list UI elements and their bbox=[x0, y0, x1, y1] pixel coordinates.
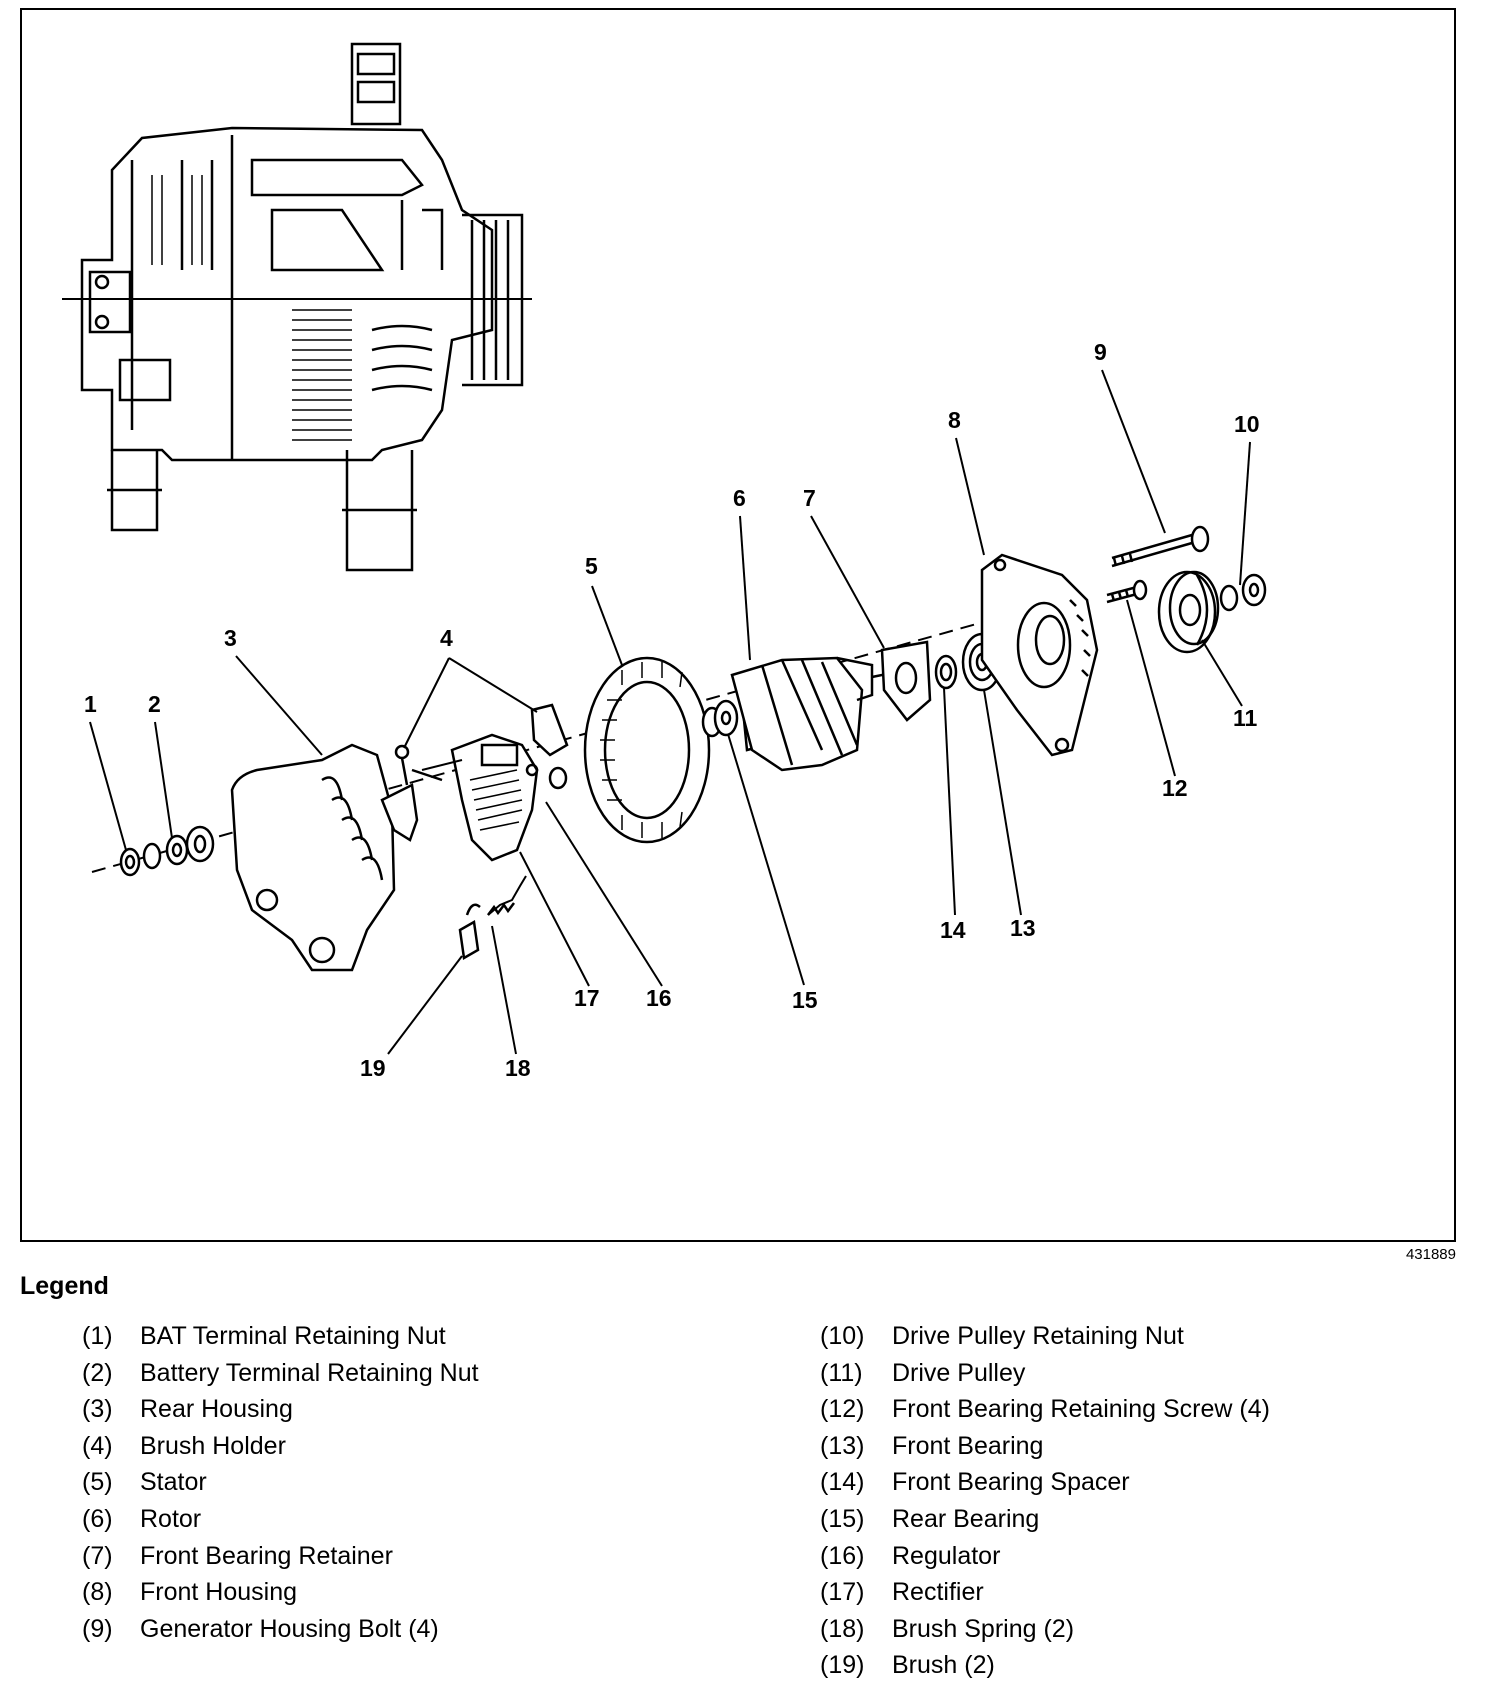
callout-12: 12 bbox=[1162, 775, 1188, 801]
callout-2: 2 bbox=[148, 691, 161, 717]
callout-6: 6 bbox=[733, 485, 746, 511]
legend-item: (3) Rear Housing bbox=[82, 1395, 479, 1432]
front-bearing-retainer-part bbox=[880, 640, 932, 722]
bearing-screw-part bbox=[1106, 579, 1148, 604]
legend-item-label: Rectifier bbox=[892, 1578, 984, 1607]
rear-bearing-part bbox=[701, 699, 739, 738]
callout-5: 5 bbox=[585, 553, 598, 579]
assembled-generator bbox=[62, 42, 532, 572]
legend-item-label: Drive Pulley bbox=[892, 1358, 1026, 1387]
callout-18: 18 bbox=[505, 1055, 531, 1081]
leader-lines bbox=[89, 369, 1251, 1055]
legend-item-label: Front Housing bbox=[140, 1578, 298, 1607]
rotor-part bbox=[730, 656, 893, 772]
legend-item-label: Rotor bbox=[140, 1504, 202, 1533]
legend-item-number: (13) bbox=[820, 1431, 865, 1460]
drive-pulley-nut-part bbox=[1219, 573, 1267, 612]
battery-terminal-nut-part bbox=[142, 825, 215, 870]
legend-item-number: (19) bbox=[820, 1651, 865, 1680]
front-housing-part bbox=[980, 553, 1099, 757]
legend-item: (6) Rotor bbox=[82, 1505, 479, 1542]
exploded-diagram: 1 2 3 4 5 6 7 8 9 10 11 12 13 14 15 16 1… bbox=[20, 8, 1456, 1242]
figure-number: 431889 bbox=[1405, 1246, 1456, 1263]
callout-14: 14 bbox=[940, 917, 966, 943]
legend-item-label: Brush (2) bbox=[892, 1651, 995, 1680]
legend-item-number: (17) bbox=[820, 1578, 865, 1607]
callout-17: 17 bbox=[574, 985, 600, 1011]
callout-19: 19 bbox=[360, 1055, 386, 1081]
legend-item: (9) Generator Housing Bolt (4) bbox=[82, 1615, 479, 1652]
legend-item: (11) Drive Pulley bbox=[820, 1359, 1270, 1396]
brush-spring-part bbox=[458, 875, 527, 960]
callout-10: 10 bbox=[1234, 411, 1260, 437]
legend-item-number: (3) bbox=[82, 1395, 113, 1424]
legend-item-number: (1) bbox=[82, 1322, 113, 1350]
rear-housing-part bbox=[230, 743, 396, 972]
legend-item-number: (4) bbox=[82, 1431, 113, 1460]
legend-item: (2) Battery Terminal Retaining Nut bbox=[82, 1359, 479, 1396]
callout-3: 3 bbox=[224, 625, 237, 651]
legend-item: (13) Front Bearing bbox=[820, 1432, 1270, 1469]
callout-1: 1 bbox=[84, 691, 97, 717]
legend-item-label: Rear Housing bbox=[140, 1395, 293, 1424]
callout-16: 16 bbox=[646, 985, 672, 1011]
legend-item: (5) Stator bbox=[82, 1468, 479, 1505]
legend-left-column: (1) BAT Terminal Retaining Nut (2) Battery… bbox=[82, 1322, 479, 1651]
legend-item-number: (10) bbox=[820, 1322, 865, 1350]
housing-bolt-part bbox=[1111, 525, 1210, 568]
drive-pulley-part bbox=[1157, 570, 1220, 654]
legend-item-label: Stator bbox=[140, 1468, 207, 1497]
legend-item-number: (5) bbox=[82, 1468, 113, 1497]
callout-9: 9 bbox=[1094, 339, 1107, 365]
legend-item-label: Front Bearing Spacer bbox=[892, 1468, 1130, 1497]
callout-13: 13 bbox=[1010, 915, 1036, 941]
callout-7: 7 bbox=[803, 485, 816, 511]
legend-item: (14) Front Bearing Spacer bbox=[820, 1468, 1270, 1505]
legend-item-number: (14) bbox=[820, 1468, 865, 1497]
legend-item: (16) Regulator bbox=[820, 1542, 1270, 1579]
legend-item-label: Front Bearing bbox=[892, 1431, 1044, 1460]
stator-part bbox=[583, 656, 711, 844]
legend-item-number: (6) bbox=[82, 1504, 113, 1533]
front-bearing-spacer-part bbox=[934, 654, 958, 690]
legend-item: (18) Brush Spring (2) bbox=[820, 1615, 1270, 1652]
legend-item-number: (2) bbox=[82, 1358, 113, 1387]
legend-item: (10) Drive Pulley Retaining Nut bbox=[820, 1322, 1270, 1359]
legend-item-label: Front Bearing Retainer bbox=[140, 1541, 393, 1570]
legend-item-label: Drive Pulley Retaining Nut bbox=[892, 1322, 1184, 1350]
legend-right-column: (10) Drive Pulley Retaining Nut (11) Drive… bbox=[820, 1322, 1270, 1688]
regulator-rectifier-part bbox=[421, 733, 539, 862]
legend-item-number: (16) bbox=[820, 1541, 865, 1570]
legend-item: (17) Rectifier bbox=[820, 1578, 1270, 1615]
callout-4: 4 bbox=[440, 625, 453, 651]
legend-item-number: (7) bbox=[82, 1541, 113, 1570]
legend-item-label: Regulator bbox=[892, 1541, 1001, 1570]
legend-item: (19) Brush (2) bbox=[820, 1651, 1270, 1688]
callout-11: 11 bbox=[1233, 705, 1258, 731]
legend-item-label: Rear Bearing bbox=[892, 1504, 1040, 1533]
callout-15: 15 bbox=[792, 987, 818, 1013]
legend-item-number: (9) bbox=[82, 1614, 113, 1643]
brush-holder-part bbox=[380, 703, 569, 842]
legend-item-label: Brush Holder bbox=[140, 1431, 286, 1460]
legend-title: Legend bbox=[20, 1272, 109, 1300]
legend-item-number: (15) bbox=[820, 1504, 865, 1533]
legend-item: (12) Front Bearing Retaining Screw (4) bbox=[820, 1395, 1270, 1432]
legend-item-number: (11) bbox=[820, 1358, 863, 1387]
legend-item: (1) BAT Terminal Retaining Nut bbox=[82, 1322, 479, 1359]
legend-item-label: Battery Terminal Retaining Nut bbox=[140, 1358, 479, 1387]
legend-item-label: BAT Terminal Retaining Nut bbox=[140, 1322, 446, 1350]
legend-item-label: Front Bearing Retaining Screw (4) bbox=[892, 1395, 1270, 1424]
legend-item-number: (18) bbox=[820, 1614, 865, 1643]
legend-item: (8) Front Housing bbox=[82, 1578, 479, 1615]
legend-item-label: Generator Housing Bolt (4) bbox=[140, 1614, 439, 1643]
legend-item: (15) Rear Bearing bbox=[820, 1505, 1270, 1542]
legend-item-number: (12) bbox=[820, 1395, 865, 1424]
legend-item: (4) Brush Holder bbox=[82, 1432, 479, 1469]
legend-item-number: (8) bbox=[82, 1578, 113, 1607]
legend-item: (7) Front Bearing Retainer bbox=[82, 1542, 479, 1579]
bat-terminal-nut-part bbox=[119, 847, 141, 877]
callout-8: 8 bbox=[948, 407, 961, 433]
legend-item-label: Brush Spring (2) bbox=[892, 1614, 1075, 1643]
